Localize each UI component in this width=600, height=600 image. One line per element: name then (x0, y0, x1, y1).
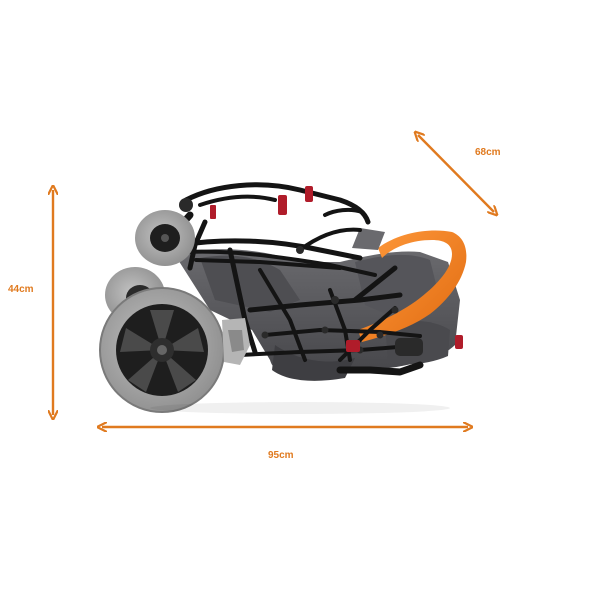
dimension-arrows (53, 135, 494, 427)
length-dimension-label: 95cm (268, 450, 294, 461)
brake-bracket (222, 318, 250, 365)
stroller-fabric (175, 249, 460, 381)
large-wheel (99, 287, 225, 413)
height-dimension-label: 44cm (8, 284, 34, 295)
frame-joints (179, 198, 423, 356)
stroller-frame (156, 182, 424, 376)
ground-shadow (150, 402, 450, 414)
rear-small-wheel (135, 210, 195, 266)
red-clips (210, 186, 463, 352)
depth-arrow (418, 135, 494, 212)
depth-dimension-label: 68cm (475, 147, 501, 158)
